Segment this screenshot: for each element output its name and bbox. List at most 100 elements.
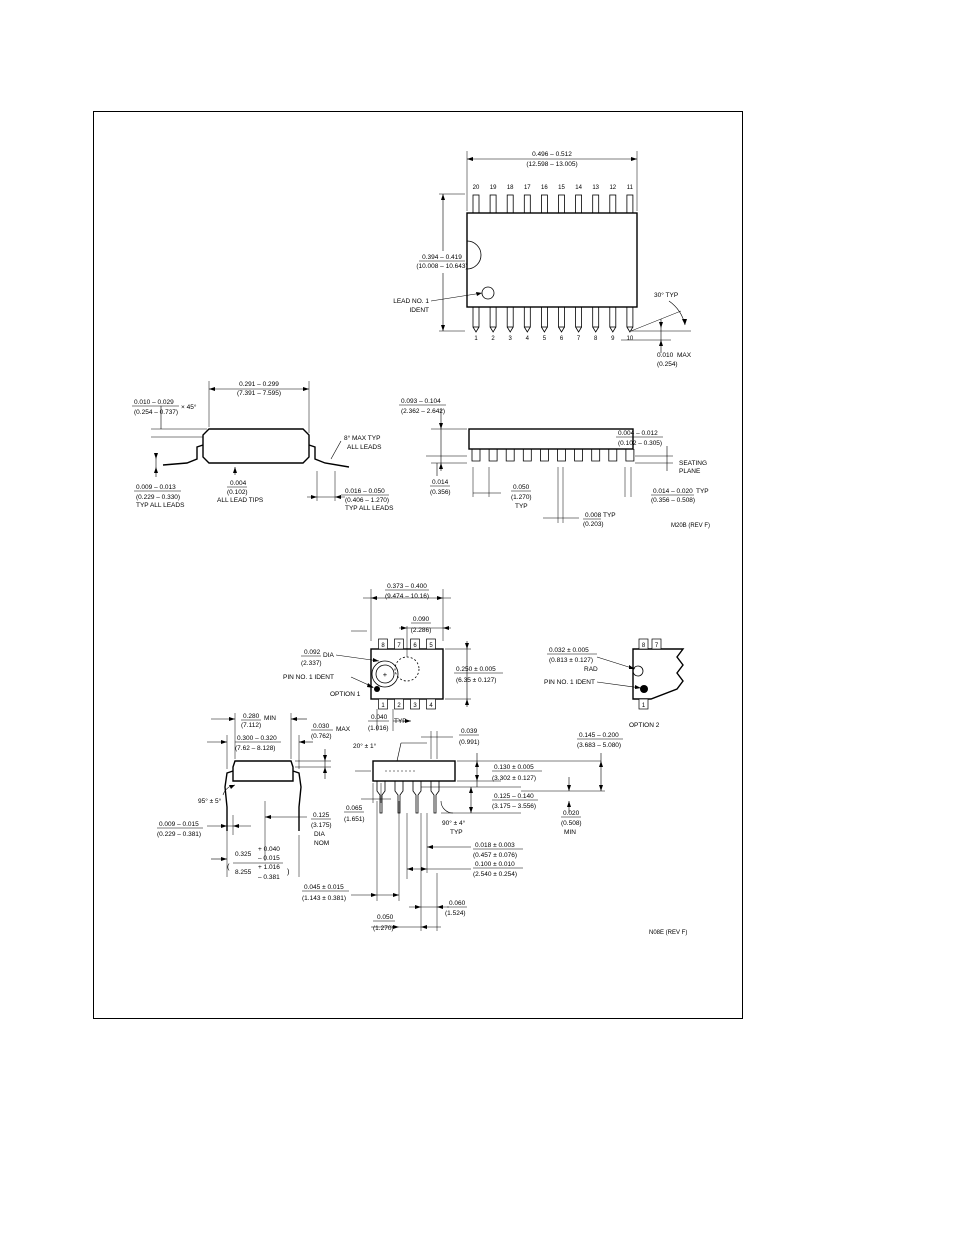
option2-label: OPTION 2 [629, 722, 660, 729]
so20-pin-number: 19 [490, 185, 497, 191]
dip8-pin-number: 1 [381, 703, 385, 709]
dip8-spread-tol-mm-minus: – 0.381 [258, 874, 280, 881]
dip8-pin-number: 7 [397, 643, 401, 649]
dip8-lead-len-in: 0.125 – 0.140 [494, 793, 534, 800]
so20-angle-note-2: ALL LEADS [347, 444, 382, 451]
so20-lead [626, 194, 634, 214]
so20-side-lead [540, 449, 549, 462]
so20-pin-number: 12 [609, 185, 616, 191]
so20-foot-in: 0.016 – 0.050 [345, 488, 385, 495]
so20-tip-mm: (0.254) [657, 361, 678, 368]
dip8-tip-mm: (1.016) [368, 725, 389, 732]
so20-end-body [202, 428, 310, 464]
so20-pin-number: 20 [473, 185, 480, 191]
dip8-end-body [232, 760, 294, 782]
so20-standoff-in: 0.004 – 0.012 [618, 430, 658, 437]
so20-pin-number: 13 [592, 185, 599, 191]
option2-rad-note: RAD [584, 666, 598, 673]
so20-lead [523, 306, 531, 328]
dip8-lead-w-mm: (0.457 ± 0.076) [473, 852, 517, 859]
dip8-length-in: 0.373 – 0.400 [387, 583, 427, 590]
dip8-spread-nom-mm: 8.255 [235, 869, 252, 876]
so20-lead [489, 306, 497, 328]
dip8-body-in: 0.130 ± 0.005 [494, 764, 534, 771]
so20-tips-in: 0.004 [230, 480, 247, 487]
dip8-pin-box [378, 698, 388, 710]
svg-text:): ) [287, 867, 290, 876]
so20-lead [472, 194, 480, 214]
dip8-end-min-mm: (7.112) [241, 722, 261, 729]
so20-lead [541, 194, 548, 214]
dip8-angle-note: TYP [450, 829, 463, 836]
so20-lead [592, 194, 600, 214]
so20-lead-tip [609, 326, 617, 333]
dip8-upper-in: 0.045 ± 0.015 [304, 884, 344, 891]
dip8-shoulder-mm: (0.991) [459, 739, 480, 746]
so20-lead [506, 194, 514, 214]
so20-body [466, 212, 638, 308]
dip8-end-lead-right [292, 770, 302, 831]
dip8-end-thk-in: 0.009 – 0.015 [159, 821, 199, 828]
so20-pin-number: 2 [491, 336, 495, 342]
so20-pin-number: 14 [575, 185, 582, 191]
so20-pin-number: 4 [526, 336, 530, 342]
so20-lead [558, 306, 565, 328]
dip8-spread-tol-mm-plus: + 1.016 [258, 864, 280, 871]
so20-pin-number: 18 [507, 185, 514, 191]
dip8-side-lead [430, 781, 440, 814]
dip8-width-in: 0.250 ± 0.005 [456, 666, 496, 673]
so20-tip-in: 0.010 [657, 352, 674, 359]
so20-seating-2: PLANE [679, 468, 701, 475]
dip8-flash-in: 0.030 [313, 723, 330, 730]
dip8-pin-box [426, 638, 436, 650]
dip8-offset-mm: (1.651) [344, 816, 365, 823]
so20-side-lead [471, 449, 481, 462]
so20-tips-mm: (0.102) [227, 489, 248, 496]
dip8-option2: 8 7 1 0.032 ± 0.005 (0.813 ± 0.127) RAD … [544, 638, 685, 729]
so20-end-lead-right [308, 444, 350, 468]
so20-side-lead [505, 449, 515, 462]
so20-pin-number: 7 [577, 336, 581, 342]
so20-foot-note: TYP ALL LEADS [345, 505, 394, 512]
so20-side-height-mm: (2.362 – 2.642) [401, 408, 445, 415]
so20-chamfer-suffix: × 45° [181, 403, 197, 411]
so20-pin-number: 6 [560, 336, 564, 342]
dip8-end-dia-mm: (3.175) [311, 822, 332, 829]
dip8-ident-inner [375, 664, 395, 684]
so20-lead-tip [541, 326, 548, 333]
so20-shoulder-mm: (0.356) [430, 489, 451, 496]
dip8-drawing-code: N08E (REV F) [649, 930, 687, 936]
so20-lead [575, 306, 582, 328]
so20-pitch-note: TYP [515, 503, 528, 510]
dip8-flash-mm: (0.762) [311, 733, 332, 740]
so20-pin-number: 1 [474, 336, 478, 342]
so20-lead-tip [558, 326, 565, 333]
so20-end-width-mm: (7.391 – 7.595) [237, 390, 281, 397]
dip8-spread-tol-in-minus: – 0.015 [258, 855, 280, 862]
dip8-tip-note: TYP [394, 718, 407, 725]
so20-end-lead-left [162, 444, 204, 466]
option2-pin1-dot [640, 685, 648, 693]
dip8-end-min-in: 0.280 [243, 713, 260, 720]
so20-height-mm: (10.008 – 10.643) [416, 263, 467, 270]
so20-chamfer-mm: (0.254 – 0.737) [134, 409, 178, 416]
dip8-pin-box [410, 638, 420, 650]
so20-lead-tip [489, 326, 497, 333]
dip8-overall-in: 0.145 – 0.200 [579, 732, 619, 739]
so20-lead-t-mm: (0.203) [583, 521, 604, 528]
so20-lead-tip [523, 326, 531, 333]
dip8-end-view: 0.280 MIN (7.112) 0.300 – 0.320 (7.62 – … [157, 713, 351, 881]
dip8-pin-number: 3 [413, 703, 417, 709]
option2-rad-in: 0.032 ± 0.005 [549, 647, 589, 654]
so20-lead [472, 306, 480, 328]
dip8-pin-box [426, 698, 436, 710]
so20-pin1-dot [481, 286, 495, 300]
so20-side-lead [591, 449, 601, 462]
dip8-side-leads [376, 781, 440, 814]
so20-notch [466, 240, 482, 270]
so20-end-view: 0.291 – 0.299 (7.391 – 7.595) 0.010 – 0.… [132, 381, 394, 512]
so20-lead [626, 306, 634, 328]
so20-pin-number: 11 [627, 185, 634, 191]
